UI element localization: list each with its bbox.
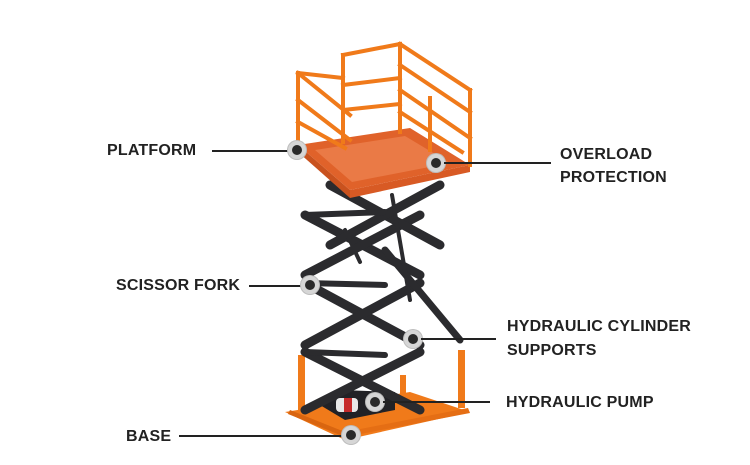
platform-deck xyxy=(298,128,470,198)
guard-rail xyxy=(295,41,473,167)
marker-platform xyxy=(288,141,306,159)
marker-hydraulic-cylinder-supports xyxy=(404,330,422,348)
marker-scissor-fork xyxy=(301,276,319,294)
label-scissor-fork: SCISSOR FORK xyxy=(116,277,241,294)
marker-base xyxy=(342,426,360,444)
label-hydraulic-cylinder-supports-line1: HYDRAULIC CYLINDER xyxy=(507,318,692,335)
label-base: BASE xyxy=(126,428,172,445)
leader-line-hydraulic-pump xyxy=(383,401,490,403)
leader-line-overload-protection xyxy=(444,162,551,164)
base-frame xyxy=(285,350,470,440)
label-overload-protection-line2: PROTECTION xyxy=(560,169,667,186)
label-overload-protection-line1: OVERLOAD xyxy=(560,146,653,163)
leader-line-hydraulic-cylinder-supports xyxy=(421,338,496,340)
marker-overload-protection xyxy=(427,154,445,172)
leader-line-platform xyxy=(212,150,290,152)
marker-hydraulic-pump xyxy=(366,393,384,411)
label-hydraulic-cylinder-supports-line2: SUPPORTS xyxy=(507,342,597,359)
leader-line-base xyxy=(179,435,343,437)
label-platform: PLATFORM xyxy=(107,142,197,159)
scissor-fork xyxy=(300,180,464,415)
leader-line-scissor-fork xyxy=(249,285,303,287)
label-hydraulic-pump: HYDRAULIC PUMP xyxy=(506,394,654,411)
